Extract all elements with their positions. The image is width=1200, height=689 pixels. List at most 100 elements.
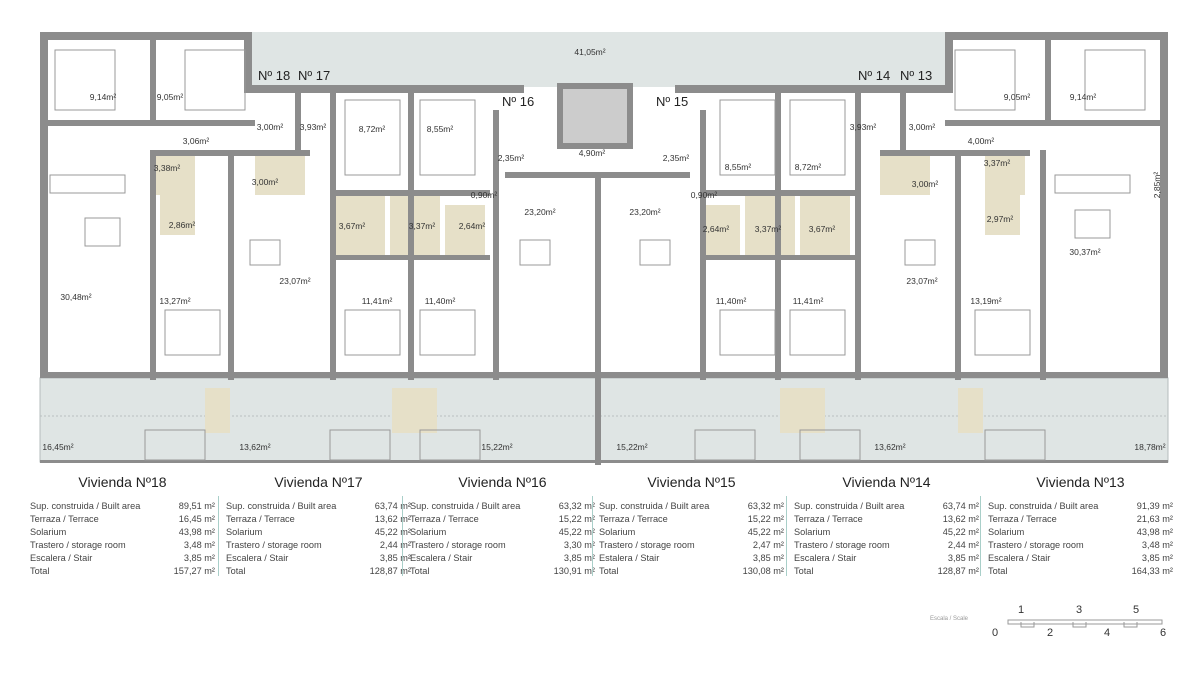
row-value: 45,22 m² (558, 527, 595, 537)
row-value: 128,87 m² (369, 566, 411, 576)
room-area: 3,00m² (257, 122, 284, 132)
row-label: Solarium (226, 527, 263, 537)
row-value: 2,44 m² (379, 540, 411, 550)
room-area: 2,64m² (703, 224, 730, 234)
room-area: 11,41m² (793, 296, 824, 306)
row-label: Sup. construida / Built area (226, 501, 337, 511)
dwelling-15: Vivienda Nº15 Sup. construida / Built ar… (599, 474, 784, 578)
row-value: 45,22 m² (374, 527, 411, 537)
room-area: 3,93m² (850, 122, 877, 132)
row-label: Solarium (410, 527, 447, 537)
scale-bar: Escala / Scale 0 1 2 3 4 5 6 (930, 600, 1180, 645)
row-label: Escalera / Stair (410, 553, 473, 563)
row-value: 21,63 m² (1136, 514, 1173, 524)
dwelling-title: Vivienda Nº14 (842, 474, 931, 490)
dwelling-title: Vivienda Nº17 (274, 474, 363, 490)
room-area: 9,05m² (1004, 92, 1031, 102)
row-label: Terraza / Terrace (410, 514, 479, 524)
dwelling-title: Vivienda Nº13 (1036, 474, 1125, 490)
row-value: 157,27 m² (173, 566, 215, 576)
room-area: 9,05m² (157, 92, 184, 102)
row-label: Sup. construida / Built area (988, 501, 1099, 511)
row-label: Trastero / storage room (410, 540, 506, 550)
terrace-area: 16,45m² (42, 442, 73, 452)
divider (592, 496, 593, 576)
row-value: 63,32 m² (558, 501, 595, 511)
dwelling-title: Vivienda Nº15 (647, 474, 736, 490)
terrace-area: 13,62m² (239, 442, 270, 452)
row-value: 13,62 m² (374, 514, 411, 524)
top-terrace-area: 41,05m² (574, 47, 605, 57)
room-area: 3,37m² (755, 224, 782, 234)
room-area: 8,72m² (795, 162, 822, 172)
row-value: 91,39 m² (1136, 501, 1173, 511)
row-label: Total (410, 566, 430, 576)
scale-tick: 4 (1104, 627, 1111, 639)
terrace-area: 18,78m² (1134, 442, 1165, 452)
unit-label-18: Nº 18 (258, 68, 290, 83)
row-label: Escalera / Stair (30, 553, 93, 563)
scale-graphic (1007, 619, 1163, 628)
row-value: 45,22 m² (747, 527, 784, 537)
row-label: Solarium (30, 527, 67, 537)
scale-tick: 6 (1160, 627, 1167, 639)
row-label: Trastero / storage room (794, 540, 890, 550)
room-area: 0,90m² (691, 190, 718, 200)
row-value: 128,87 m² (937, 566, 979, 576)
row-label: Sup. construida / Built area (30, 501, 141, 511)
room-area: 3,00m² (252, 177, 279, 187)
room-area: 2,35m² (663, 153, 690, 163)
room-area: 3,37m² (409, 221, 436, 231)
row-value: 130,08 m² (742, 566, 784, 576)
room-area: 23,20m² (629, 207, 660, 217)
room-area: 8,55m² (427, 124, 454, 134)
room-area: 8,55m² (725, 162, 752, 172)
row-value: 45,22 m² (942, 527, 979, 537)
room-area: 30,37m² (1069, 247, 1100, 257)
row-value: 63,74 m² (374, 501, 411, 511)
terrace-area: 13,62m² (874, 442, 905, 452)
row-label: Trastero / storage room (226, 540, 322, 550)
room-area: 11,40m² (425, 296, 456, 306)
row-value: 43,98 m² (1136, 527, 1173, 537)
room-area: 3,37m² (984, 158, 1011, 168)
row-label: Sup. construida / Built area (410, 501, 521, 511)
unit-label-15: Nº 15 (656, 94, 688, 109)
room-area: 4,90m² (579, 148, 606, 158)
room-area: 13,19m² (970, 296, 1001, 306)
room-area: 3,00m² (912, 179, 939, 189)
room-area: 3,06m² (183, 136, 210, 146)
room-area: 2,85m² (1152, 172, 1162, 199)
row-label: Trastero / storage room (599, 540, 695, 550)
dwelling-title: Vivienda Nº18 (78, 474, 167, 490)
row-label: Escalera / Stair (988, 553, 1051, 563)
row-value: 63,74 m² (942, 501, 979, 511)
row-label: Total (30, 566, 50, 576)
unit-labels: Nº 18 Nº 17 Nº 16 Nº 15 Nº 14 Nº 13 (258, 68, 932, 109)
dwelling-16: Vivienda Nº16 Sup. construida / Built ar… (410, 474, 595, 578)
dwelling-14: Vivienda Nº14 Sup. construida / Built ar… (794, 474, 979, 578)
row-label: Solarium (599, 527, 636, 537)
row-value: 15,22 m² (747, 514, 784, 524)
room-area: 2,35m² (498, 153, 525, 163)
row-label: Terraza / Terrace (226, 514, 295, 524)
room-area: 30,48m² (60, 292, 91, 302)
row-value: 16,45 m² (178, 514, 215, 524)
row-label: Sup. construida / Built area (599, 501, 710, 511)
unit-label-17: Nº 17 (298, 68, 330, 83)
row-label: Sup. construida / Built area (794, 501, 905, 511)
room-area: 3,00m² (909, 122, 936, 132)
row-label: Total (794, 566, 814, 576)
room-area: 23,07m² (906, 276, 937, 286)
room-area: 9,14m² (1070, 92, 1097, 102)
room-area: 23,07m² (279, 276, 310, 286)
unit-label-13: Nº 13 (900, 68, 932, 83)
row-value: 3,85 m² (947, 553, 979, 563)
terrace-area: 15,22m² (481, 442, 512, 452)
room-area: 3,38m² (154, 163, 181, 173)
top-terrace (250, 32, 945, 87)
terrace-areas: 16,45m² 13,62m² 15,22m² 15,22m² 13,62m² … (42, 442, 1165, 452)
row-label: Total (599, 566, 619, 576)
room-area: 11,40m² (716, 296, 747, 306)
row-label: Escalera / Stair (794, 553, 857, 563)
